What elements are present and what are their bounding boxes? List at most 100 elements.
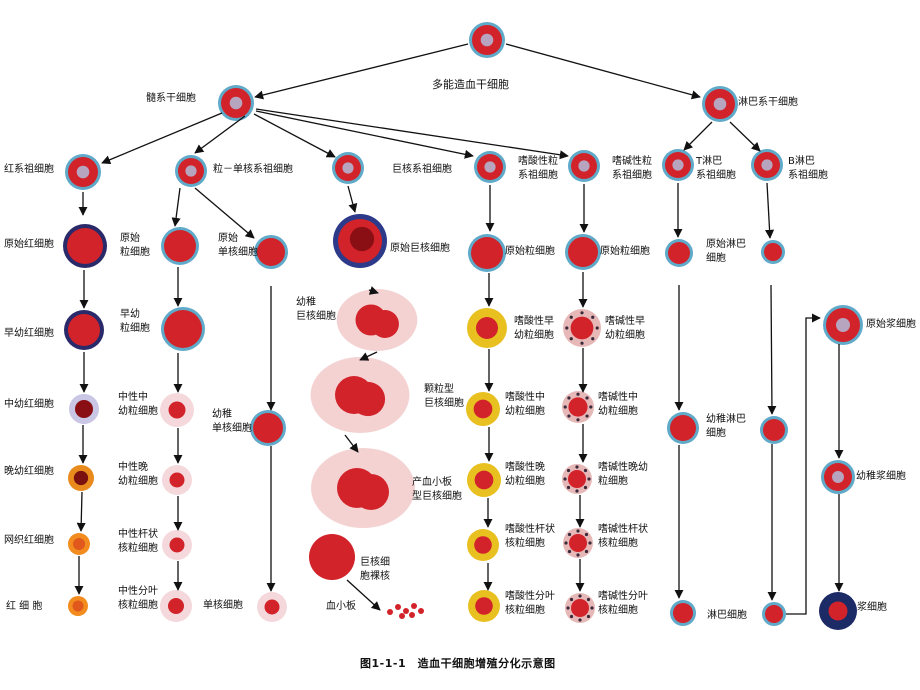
label-eos-segmented: 嗜酸性分叶 核粒细胞 xyxy=(505,591,555,616)
label-late-erythroblast: 晚幼红细胞 xyxy=(4,466,54,477)
cell-monocyte xyxy=(257,592,287,622)
label-baso-metamyelocyte: 嗜碱性晚幼 粒细胞 xyxy=(598,462,648,487)
label-gm-progenitor: 粒－单核系祖细胞 xyxy=(213,164,293,175)
cell-promyelocyte xyxy=(161,307,205,351)
label-baso-myelocyte: 嗜碱性中 幼粒细胞 xyxy=(598,392,638,417)
cell-prolymphocyte xyxy=(667,412,699,444)
arrow-35 xyxy=(76,491,86,532)
label-b-progenitor: B淋巴 系祖细胞 xyxy=(788,156,828,181)
title-label: 多能造血干细胞 xyxy=(432,78,509,91)
label-lymphoblast: 原始淋巴 细胞 xyxy=(706,239,746,264)
arrow-12 xyxy=(347,185,358,213)
cell-eos-myelocyte xyxy=(466,392,500,426)
cell-eos-metamyelocyte xyxy=(467,463,501,497)
cell-erythrocyte xyxy=(68,596,88,616)
cell-naked-nucleus xyxy=(309,534,355,580)
cell-mega-progenitor xyxy=(332,152,364,184)
label-mid-erythroblast: 中幼红细胞 xyxy=(4,399,54,410)
label-proplasmacyte: 幼稚浆细胞 xyxy=(856,471,906,482)
arrow-37 xyxy=(344,434,359,453)
label-platelet-mega: 产血小板 型巨核细胞 xyxy=(412,477,462,502)
cell-plasma xyxy=(819,592,857,630)
arrow-33 xyxy=(767,284,777,415)
cell-promonocyte xyxy=(250,410,286,446)
arrow-11 xyxy=(194,187,255,239)
figure-caption: 图1-1-1 造血干细胞增殖分化示意图 xyxy=(360,657,556,670)
label-eos-metamyelocyte: 嗜酸性晚 幼粒细胞 xyxy=(505,462,545,487)
cell-eos-segmented xyxy=(468,590,500,622)
cell-erythroid-progenitor xyxy=(65,154,101,190)
label-neut-segmented: 中性分叶 核粒细胞 xyxy=(118,586,158,611)
label-early-erythroblast: 早幼红细胞 xyxy=(4,328,54,339)
cell-baso-band xyxy=(563,528,593,558)
arrow-1 xyxy=(505,43,701,100)
label-plasma-cell: 浆细胞 xyxy=(857,602,887,613)
cell-b-prolymphocyte xyxy=(760,416,788,444)
label-baso-progenitor: 嗜碱性粒 系祖细胞 xyxy=(612,156,652,181)
cell-monoblast xyxy=(254,235,288,269)
cell-myeloid-stem xyxy=(218,85,254,121)
label-promegakaryocyte: 幼稚 巨核细胞 xyxy=(296,297,336,322)
arrow-0 xyxy=(254,43,469,100)
arrow-b-to-plasmablast xyxy=(786,313,821,615)
cell-reticulocyte xyxy=(68,533,90,555)
label-eos-promyelocyte: 嗜酸性早 幼粒细胞 xyxy=(514,316,554,341)
cell-eos-promyelocyte xyxy=(467,308,507,348)
label-megakaryoblast: 原始巨核细胞 xyxy=(390,243,450,254)
label-lymphocyte: 淋巴细胞 xyxy=(707,610,747,621)
label-myeloid-stem: 髓系干细胞 xyxy=(146,93,196,104)
label-promonocyte: 幼稚 单核细胞 xyxy=(212,409,252,434)
label-granular-mega: 颗粒型 巨核细胞 xyxy=(424,384,464,409)
label-platelet: 血小板 xyxy=(326,601,356,612)
cell-neut-metamyelocyte xyxy=(162,465,192,495)
label-mega-progenitor: 巨核系祖细胞 xyxy=(392,164,452,175)
cell-promegakaryocyte xyxy=(336,289,418,351)
label-baso-promyelocyte: 嗜碱性早 幼粒细胞 xyxy=(605,316,645,341)
label-eos-progenitor: 嗜酸性粒 系祖细胞 xyxy=(518,156,558,181)
label-baso-myeloblast: 原始粒细胞 xyxy=(600,246,650,257)
label-neut-band: 中性杆状 核粒细胞 xyxy=(118,529,158,554)
label-myeloblast: 原始 粒细胞 xyxy=(120,233,150,258)
cell-baso-segmented xyxy=(565,593,595,623)
arrow-10 xyxy=(171,187,181,227)
label-naked-nucleus: 巨核细 胞裸核 xyxy=(360,557,390,582)
cell-t-lymphocyte xyxy=(670,600,696,626)
label-lymphoid-stem: 淋巴系干细胞 xyxy=(738,97,798,108)
label-eos-myelocyte: 嗜酸性中 幼粒细胞 xyxy=(505,392,545,417)
label-prolymphocyte: 幼稚淋巴 细胞 xyxy=(706,414,746,439)
arrow-21 xyxy=(368,286,379,295)
cell-plasmablast xyxy=(823,305,863,345)
cell-multipotent-stem xyxy=(469,22,505,58)
cell-lymphoblast xyxy=(665,239,693,267)
cell-late-erythroblast xyxy=(68,465,94,491)
arrow-6 xyxy=(255,108,569,160)
label-plasmablast: 原始浆细胞 xyxy=(866,319,916,330)
cell-baso-promyelocyte xyxy=(563,309,601,347)
label-reticulocyte: 网织红细胞 xyxy=(4,535,54,546)
cell-neut-band xyxy=(162,530,192,560)
label-neut-myelocyte: 中性中 幼粒细胞 xyxy=(118,392,158,417)
label-eos-myeloblast: 原始粒细胞 xyxy=(505,246,555,257)
platelet-cluster xyxy=(387,603,424,619)
arrow-3 xyxy=(194,115,246,154)
cell-early-erythroblast xyxy=(64,310,104,350)
cell-neut-myelocyte xyxy=(160,393,194,427)
cell-megakaryoblast xyxy=(333,214,387,268)
arrow-27 xyxy=(359,351,378,361)
cell-proerythroblast xyxy=(63,224,107,268)
label-baso-segmented: 嗜碱性分叶 核粒细胞 xyxy=(598,591,648,616)
cell-b-lymphocyte xyxy=(762,602,786,626)
label-monoblast: 原始 单核细胞 xyxy=(218,233,258,258)
cell-eos-myeloblast xyxy=(468,234,506,272)
arrow-5 xyxy=(255,110,474,159)
arrow-7 xyxy=(683,121,713,151)
cell-neut-segmented xyxy=(160,590,192,622)
label-erythroid-progenitor: 红系祖细胞 xyxy=(4,164,54,175)
label-baso-band: 嗜碱性杆状 核粒细胞 xyxy=(598,524,648,549)
arrow-8 xyxy=(729,121,761,152)
cell-platelet-megakaryocyte xyxy=(311,448,415,528)
cell-baso-metamyelocyte xyxy=(562,464,592,494)
cell-proplasmacyte xyxy=(821,460,855,494)
cell-eos-progenitor xyxy=(474,151,506,183)
cell-lymphoid-stem xyxy=(702,86,738,122)
